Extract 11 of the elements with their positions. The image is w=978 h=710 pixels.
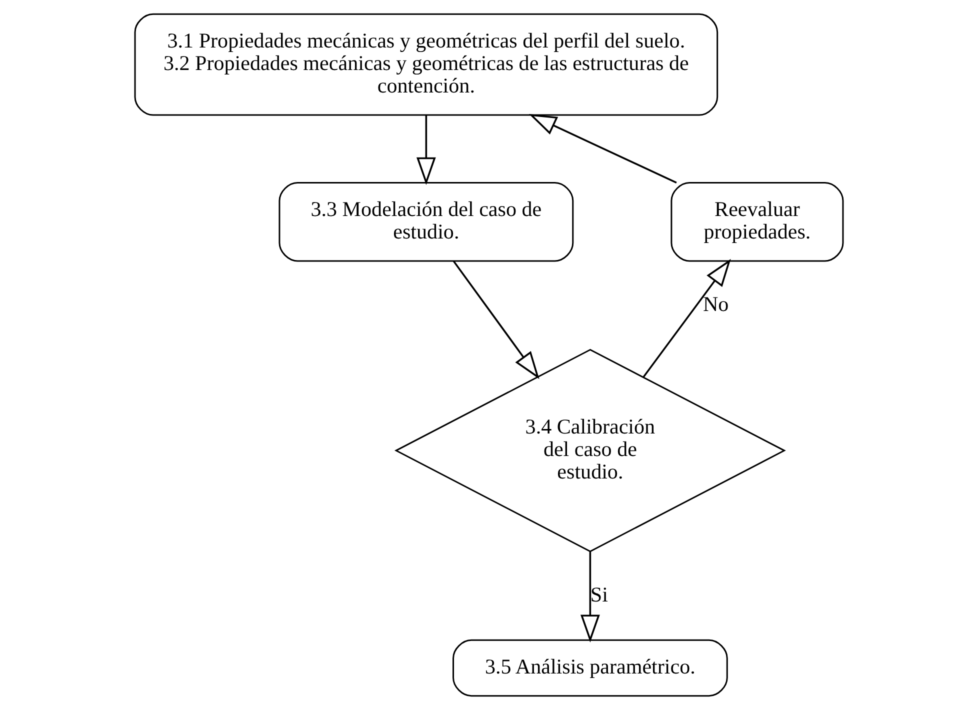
node-box: 3.5 Análisis paramétrico. <box>452 639 728 697</box>
arrow <box>528 114 677 184</box>
node-box: 3.1 Propiedades mecánicas y geométricas del perfil del suelo. 3.2 Propiedades mecánicas y geométricas de las estructuras de contención. <box>134 13 718 116</box>
arrow <box>580 552 600 642</box>
arrow <box>642 258 731 378</box>
edge-label: No <box>702 292 729 316</box>
arrow <box>416 115 436 186</box>
node-box: Reevaluar propiedades. <box>670 182 844 262</box>
edge-label: Si <box>590 582 608 606</box>
arrow <box>452 260 540 380</box>
node-box: 3.3 Modelación del caso de estudio. <box>278 182 574 262</box>
